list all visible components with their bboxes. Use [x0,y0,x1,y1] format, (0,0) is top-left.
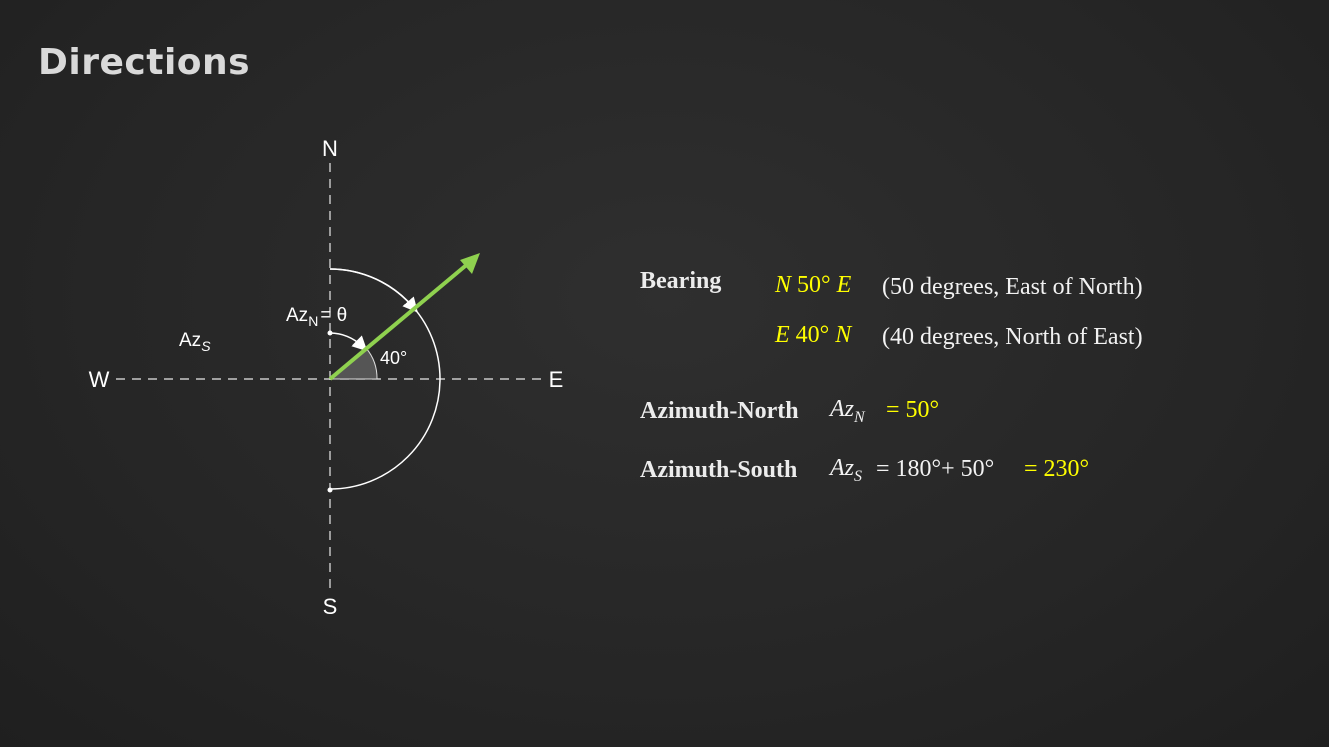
azimuth-south-symbol: AzS [830,455,862,486]
bearing-arrow [328,260,472,381]
east-label: E [549,367,564,392]
azimuth-south-result: = 230° [1024,456,1090,482]
arc-end-dot [327,487,333,493]
bearing-2-angle: 40° [795,322,830,348]
az-n-sym: Az [830,396,854,422]
az-s-sym: Az [830,455,854,481]
azimuth-north-symbol: AzN [830,396,865,427]
bearing-notation-1: N 50° E [775,272,851,299]
bearing-arrowhead [460,253,480,274]
bearing-notation-2: E 40° N [775,322,851,349]
west-label: W [89,367,110,392]
bearing-1-dir-a: N [775,272,792,298]
azimuth-north-result: = 50° [886,397,940,423]
north-label: N [322,136,338,161]
bearing-desc-1: (50 degrees, East of North) [882,274,1143,300]
bearing-2-dir-b: N [835,322,852,348]
az-n-sub: N [854,409,865,426]
angle-label: 40° [380,348,407,368]
azimuth-north-label: Azimuth-North [640,398,799,424]
az-south-label: AzS [179,330,211,354]
bearing-1-angle: 50° [797,272,831,298]
bearing-1-dir-b: E [836,272,852,298]
azimuth-south-arc-top [329,268,418,313]
bearing-label: Bearing [640,268,722,294]
bearing-2-dir-a: E [775,322,790,348]
azimuth-north-arc [329,332,368,352]
az-north-label: AzN= θ [286,305,347,329]
az-s-sub: S [854,468,862,485]
bearing-desc-2: (40 degrees, North of East) [882,324,1143,350]
arc-start-dot [327,330,333,336]
azimuth-south-expr: = 180°+ 50° [876,456,995,482]
page-title: Directions [38,42,251,83]
azimuth-south-label: Azimuth-South [640,457,798,483]
south-label: S [323,594,338,619]
